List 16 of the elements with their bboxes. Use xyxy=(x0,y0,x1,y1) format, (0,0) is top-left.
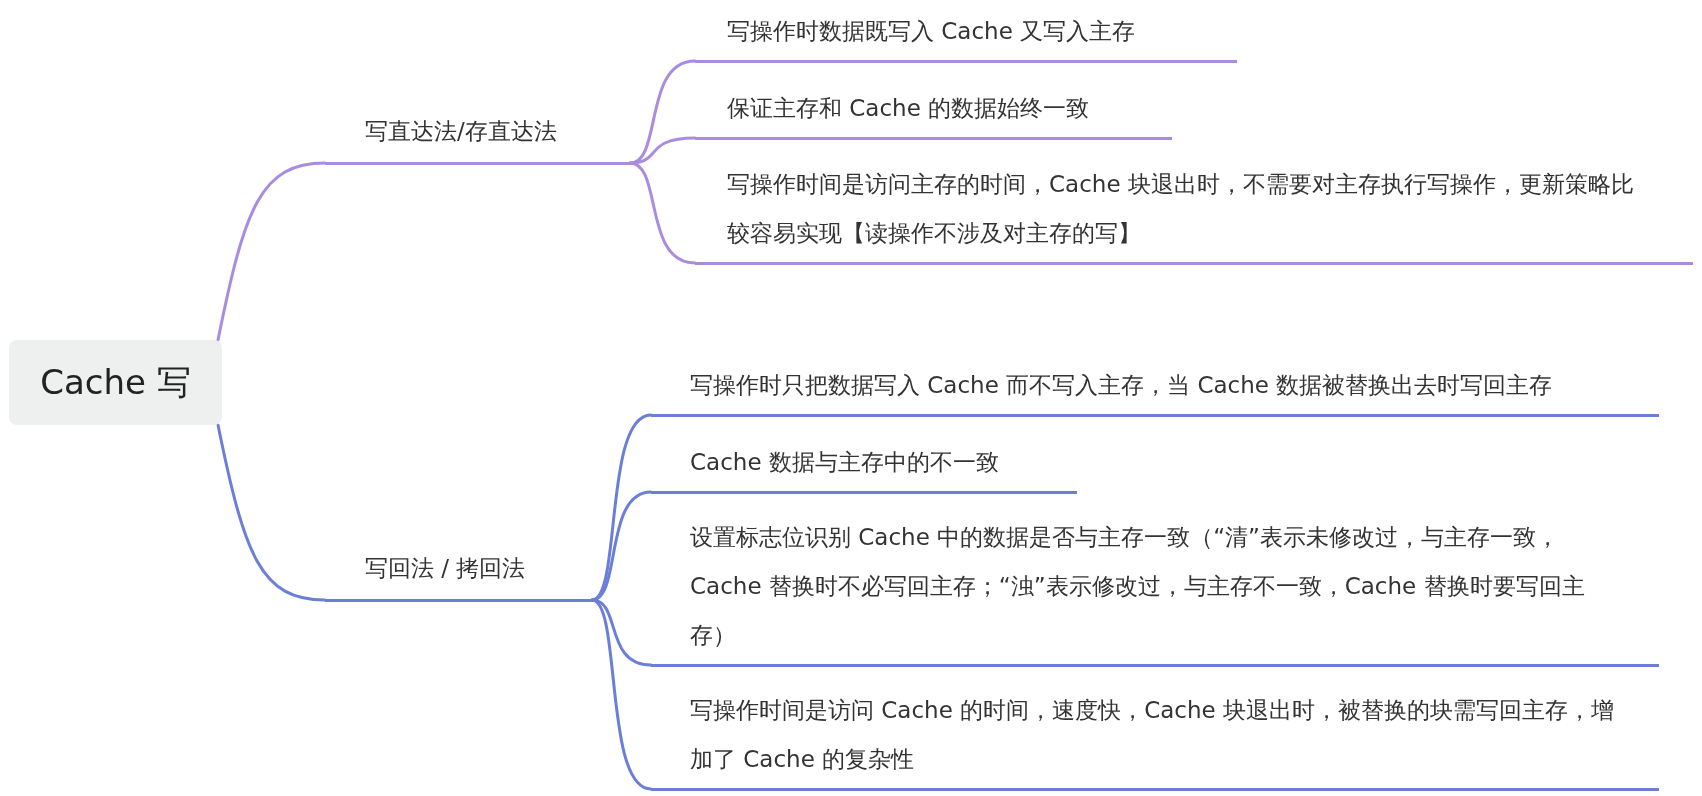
connector-line xyxy=(628,136,697,165)
topic-label: 写操作时数据既写入 Cache 又写入主存 xyxy=(695,6,1237,63)
connector-line xyxy=(216,161,327,342)
topic-label: 写操作时只把数据写入 Cache 而不写入主存，当 Cache 数据被替换出去时写回主存 xyxy=(651,360,1659,417)
topic-label: 保证主存和 Cache 的数据始终一致 xyxy=(695,83,1172,140)
connector-line xyxy=(216,423,327,602)
connector-line xyxy=(590,598,653,791)
connector-line xyxy=(628,161,697,265)
root-topic-box: Cache 写 xyxy=(9,340,222,425)
branch-label: 写回法 / 拷回法 xyxy=(325,543,592,602)
topic-label: 设置标志位识别 Cache 中的数据是否与主存一致（“清”表示未修改过，与主存一致，Cache 替换时不必写回主存；“浊”表示修改过，与主存不一致，Cache 替换时要写回主存） xyxy=(651,512,1659,667)
branch-label: 写直达法/存直达法 xyxy=(325,106,630,165)
topic-label: Cache 数据与主存中的不一致 xyxy=(651,437,1077,494)
topic-label: 写操作时间是访问 Cache 的时间，速度快，Cache 块退出时，被替换的块需写回主存，增加了 Cache 的复杂性 xyxy=(651,685,1659,791)
connector-line xyxy=(590,490,653,602)
topic-label: 写操作时间是访问主存的时间，Cache 块退出时，不需要对主存执行写操作，更新策略比较容易实现【读操作不涉及对主存的写】 xyxy=(695,159,1693,265)
